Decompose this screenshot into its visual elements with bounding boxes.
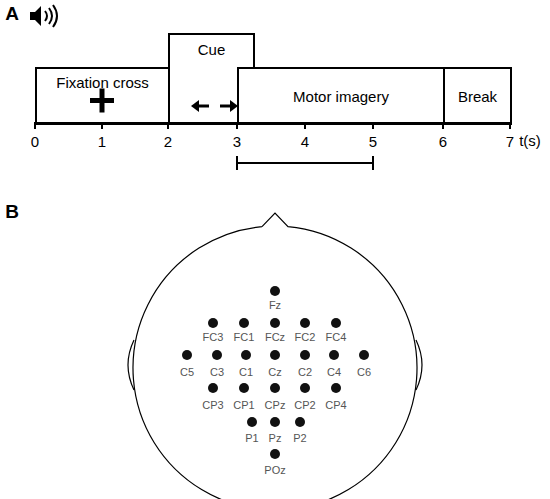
electrode-label: Pz (269, 432, 282, 444)
head-outline (128, 213, 422, 499)
electrode-label: CP1 (233, 399, 254, 411)
electrode-label: Cz (268, 366, 281, 378)
phase-box: Fixation cross (35, 67, 170, 125)
phase-label: Fixation cross (37, 74, 168, 91)
tick-value: 1 (98, 133, 106, 150)
phase-label: Motor imagery (239, 88, 443, 105)
tick-value: 5 (369, 133, 377, 150)
electrode-label: CP2 (294, 399, 315, 411)
electrode-label: P1 (245, 432, 258, 444)
cue-arrows (191, 100, 238, 112)
electrode-label: FC4 (326, 331, 347, 343)
electrode-label: C3 (210, 366, 224, 378)
phase-label: Cue (170, 41, 253, 58)
tick-value: 3 (233, 133, 241, 150)
electrode-label: FC3 (203, 331, 224, 343)
electrode-label: Fz (269, 299, 281, 311)
electrode-label: C1 (239, 366, 253, 378)
tick-value: 0 (31, 133, 39, 150)
electrode-label: CP3 (202, 399, 223, 411)
electrode-dots (182, 286, 369, 459)
window-bracket (237, 156, 373, 170)
phase-box: Break (443, 67, 512, 125)
electrode-label: C4 (327, 366, 341, 378)
tick-value: 2 (164, 133, 172, 150)
axis-unit: t(s) (519, 132, 541, 149)
panel-letter: B (5, 201, 19, 223)
panel-letter: A (5, 3, 19, 25)
electrode-label: C2 (298, 366, 312, 378)
electrode-label: CP4 (325, 399, 346, 411)
electrode-label: FC2 (295, 331, 316, 343)
electrode-label: FCz (265, 331, 285, 343)
tick-value: 7 (506, 133, 514, 150)
electrode-label: CPz (265, 399, 286, 411)
fixation-cross-symbol (90, 89, 114, 113)
electrode-label: FC1 (234, 331, 255, 343)
electrode-label: POz (264, 464, 285, 476)
electrode-label: P2 (293, 432, 306, 444)
tick-value: 6 (439, 133, 447, 150)
electrode-label: C5 (180, 366, 194, 378)
phase-box: Motor imagery (237, 67, 445, 125)
speaker-icon (30, 5, 57, 27)
electrode-label: C6 (357, 366, 371, 378)
tick-value: 4 (301, 133, 309, 150)
time-axis (35, 122, 510, 129)
phase-label: Break (445, 88, 510, 105)
